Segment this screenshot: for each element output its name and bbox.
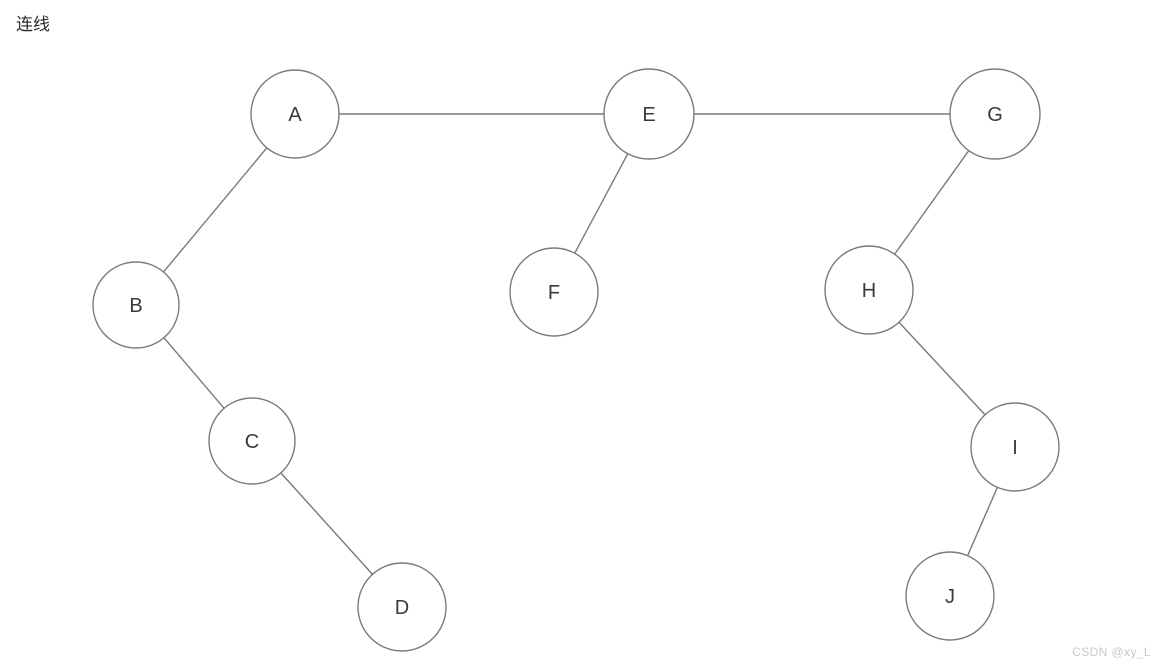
- graph-node-c[interactable]: C: [208, 397, 296, 485]
- node-label-j: J: [945, 586, 955, 608]
- graph-node-j[interactable]: J: [905, 551, 995, 641]
- graph-edge-g-h[interactable]: [894, 150, 970, 255]
- node-circle-c[interactable]: [208, 397, 296, 485]
- node-circle-e[interactable]: [603, 68, 695, 160]
- node-circle-f[interactable]: [509, 247, 599, 337]
- graph-node-h[interactable]: H: [824, 245, 914, 335]
- edges-layer: [162, 113, 999, 575]
- graph-edge-c-d[interactable]: [280, 472, 374, 575]
- node-circle-g[interactable]: [949, 68, 1041, 160]
- node-label-f: F: [548, 282, 560, 304]
- graph-node-b[interactable]: B: [92, 261, 180, 349]
- graph-node-e[interactable]: E: [603, 68, 695, 160]
- node-circle-a[interactable]: [250, 69, 340, 159]
- graph-edge-i-j[interactable]: [966, 487, 999, 556]
- graph-edge-e-f[interactable]: [574, 153, 629, 254]
- node-label-b: B: [129, 295, 142, 317]
- node-label-c: C: [245, 431, 259, 453]
- graph-node-d[interactable]: D: [357, 562, 447, 652]
- watermark: CSDN @xy_L: [1072, 645, 1151, 659]
- node-label-d: D: [395, 597, 409, 619]
- node-label-i: I: [1012, 437, 1018, 459]
- graph-node-i[interactable]: I: [970, 402, 1060, 492]
- node-circle-h[interactable]: [824, 245, 914, 335]
- graph-node-a[interactable]: A: [250, 69, 340, 159]
- node-circle-d[interactable]: [357, 562, 447, 652]
- graph-node-g[interactable]: G: [949, 68, 1041, 160]
- node-circle-b[interactable]: [92, 261, 180, 349]
- node-circle-i[interactable]: [970, 402, 1060, 492]
- graph-node-f[interactable]: F: [509, 247, 599, 337]
- node-label-a: A: [288, 104, 302, 126]
- graph-edge-b-c[interactable]: [163, 337, 225, 409]
- node-label-e: E: [642, 104, 655, 126]
- nodes-layer: A B C D E F G H I J: [92, 68, 1060, 652]
- node-label-h: H: [862, 280, 876, 302]
- graph-edge-h-i[interactable]: [898, 321, 986, 416]
- graph-edge-a-b[interactable]: [162, 147, 268, 273]
- node-label-g: G: [987, 104, 1003, 126]
- page-title: 连线: [16, 15, 50, 35]
- node-circle-j[interactable]: [905, 551, 995, 641]
